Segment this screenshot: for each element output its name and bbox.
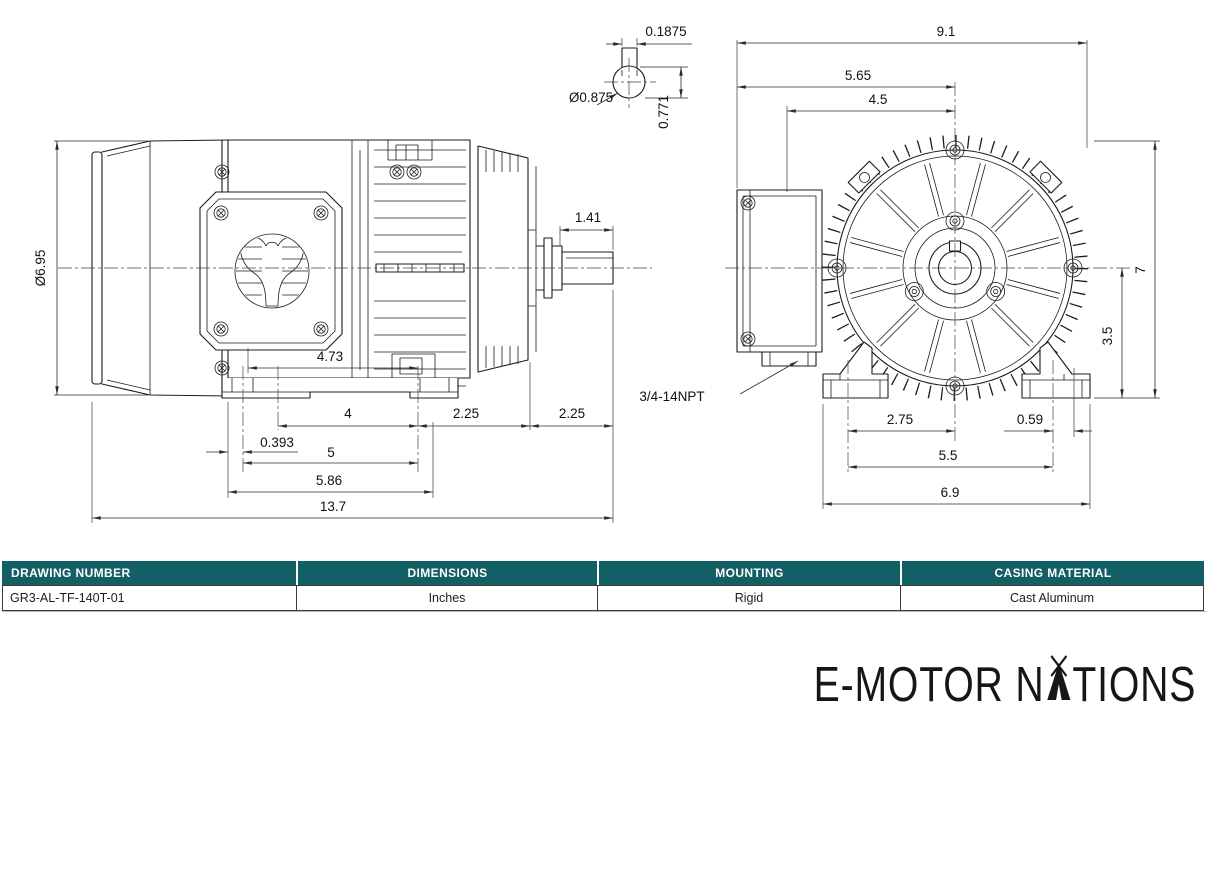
value-dimensions: Inches — [296, 585, 597, 611]
brand-text-right: TIONS — [1072, 658, 1196, 712]
dim-foot-holes-span-front: 5.5 — [939, 448, 958, 463]
dim-overhang-b: 2.25 — [559, 406, 585, 421]
dim-overall-width: 9.1 — [937, 24, 956, 39]
dim-keyway-depth: 0.771 — [656, 95, 671, 129]
front-view — [725, 82, 1132, 472]
dim-foot-to-face: 4.73 — [317, 349, 343, 364]
dim-foot-edge-offset: 0.59 — [1017, 412, 1043, 427]
fan-cover-side — [91, 139, 229, 397]
dim-box-to-center: 5.65 — [845, 68, 871, 83]
logo-emblem — [234, 233, 310, 309]
dim-fan-cover-diameter: Ø6.95 — [33, 250, 48, 287]
header-mounting: MOUNTING — [599, 561, 900, 585]
conduit-hub — [761, 351, 817, 367]
dim-foot-hole-to-center: 2.75 — [887, 412, 913, 427]
header-drawing-number: DRAWING NUMBER — [2, 561, 296, 585]
dim-shaft-center-height: 3.5 — [1100, 327, 1115, 346]
value-drawing-number: GR3-AL-TF-140T-01 — [2, 585, 296, 611]
dimensions: 0.1875 0.771 Ø0.875 Ø6.95 1.41 4.73 4 2.… — [33, 24, 1160, 523]
header-casing-material: CASING MATERIAL — [902, 561, 1204, 585]
dim-foot-span: 4 — [344, 406, 352, 421]
dim-slot-width: 0.393 — [260, 435, 294, 450]
dim-shaft-length: 1.41 — [575, 210, 601, 225]
dim-shaft-diameter: Ø0.875 — [569, 90, 613, 105]
brand-logo: E-MOTOR N TIONS — [813, 655, 1196, 717]
dim-keyway-width: 0.1875 — [645, 24, 686, 39]
header-dimensions: DIMENSIONS — [298, 561, 597, 585]
dim-base-length: 5.86 — [316, 473, 342, 488]
corner-bracket-left — [847, 160, 881, 194]
teepee-a-icon — [1047, 655, 1072, 701]
side-view — [58, 139, 652, 472]
dim-foot-holes-span: 5 — [327, 445, 335, 460]
dim-foot-width: 6.9 — [941, 485, 960, 500]
dim-overall-height: 7 — [1133, 266, 1148, 274]
feet-front — [822, 341, 1091, 472]
shaft-keyway-detail — [604, 47, 656, 108]
value-casing-material: Cast Aluminum — [900, 585, 1204, 611]
corner-bracket-right — [1029, 160, 1063, 194]
end-bracket-side — [469, 139, 553, 379]
technical-drawing: 0.1875 0.771 Ø0.875 Ø6.95 1.41 4.73 4 2.… — [33, 24, 1160, 523]
feet-side — [221, 366, 459, 472]
terminal-box-cover — [199, 191, 343, 351]
spec-table: DRAWING NUMBER DIMENSIONS MOUNTING CASIN… — [2, 561, 1206, 612]
spec-table-header-row: DRAWING NUMBER DIMENSIONS MOUNTING CASIN… — [2, 561, 1206, 585]
dim-overall-length: 13.7 — [320, 499, 346, 514]
dim-box-width: 4.5 — [869, 92, 888, 107]
value-mounting: Rigid — [597, 585, 900, 611]
dim-overhang-a: 2.25 — [453, 406, 479, 421]
brand-text-left: E-MOTOR N — [813, 658, 1045, 712]
terminal-box-front — [736, 189, 823, 367]
spec-table-value-row: GR3-AL-TF-140T-01 Inches Rigid Cast Alum… — [2, 585, 1206, 611]
conduit-thread-label: 3/4-14NPT — [639, 389, 704, 404]
